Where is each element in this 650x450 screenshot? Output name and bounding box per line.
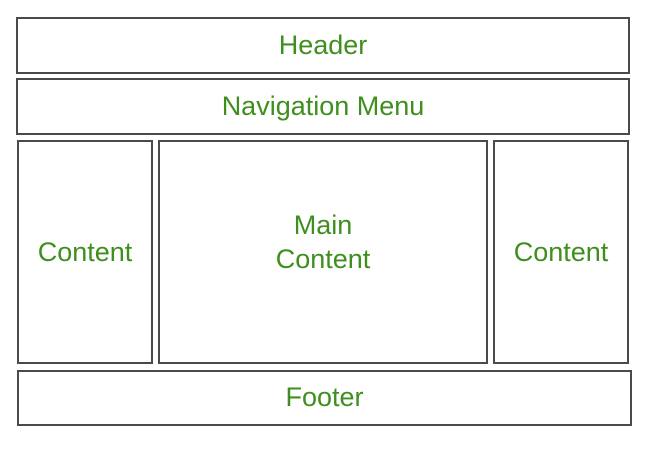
header-block: Header	[16, 17, 630, 74]
right-content-block: Content	[493, 140, 629, 364]
footer-block: Footer	[17, 370, 632, 426]
right-content-label: Content	[513, 237, 609, 268]
left-content-block: Content	[17, 140, 153, 364]
header-label: Header	[278, 29, 368, 60]
main-content-block: Main Content	[158, 140, 488, 364]
main-content-label: Main Content	[275, 210, 371, 274]
navigation-menu-label: Navigation Menu	[221, 90, 425, 121]
footer-label: Footer	[285, 382, 364, 413]
left-content-label: Content	[37, 237, 133, 268]
navigation-menu-block: Navigation Menu	[16, 78, 630, 135]
